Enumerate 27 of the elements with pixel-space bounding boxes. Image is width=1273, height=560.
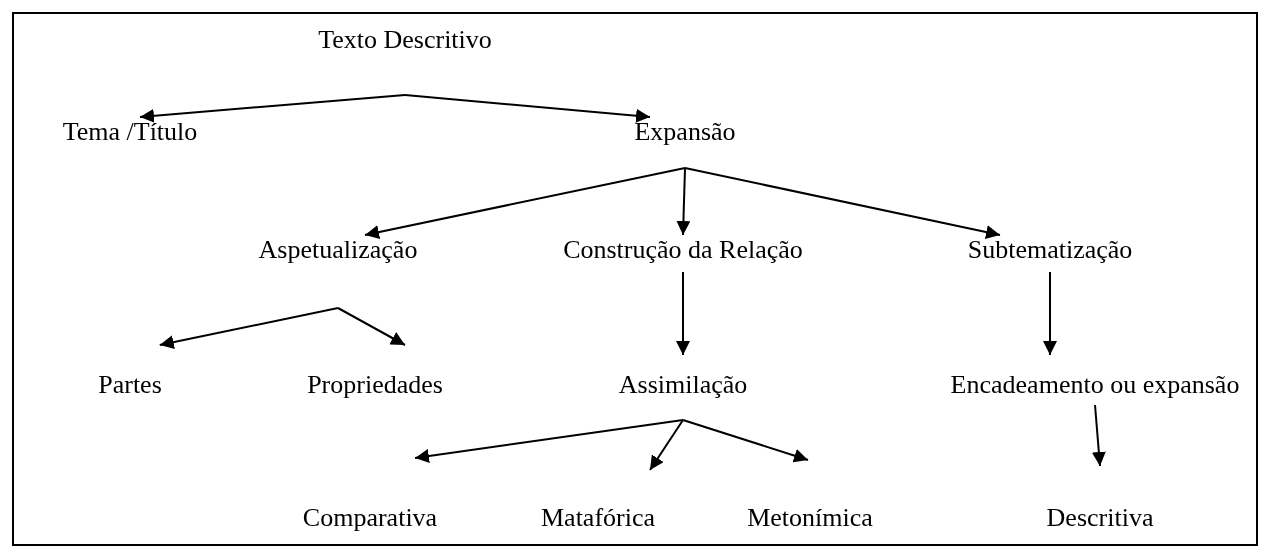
- arrow: [684, 167, 1001, 239]
- node-label: Assimilação: [618, 370, 748, 400]
- arrow: [676, 167, 691, 236]
- arrow: [1091, 404, 1106, 467]
- node-label: Comparativa: [302, 503, 438, 533]
- arrow: [1043, 271, 1057, 356]
- arrow: [158, 307, 339, 349]
- node-label: Tema /Título: [62, 117, 198, 147]
- arrow: [404, 94, 651, 123]
- node-label: Matafórica: [541, 503, 655, 533]
- arrow: [337, 307, 406, 346]
- node-label: Expansão: [634, 117, 736, 147]
- node-label: Texto Descritivo: [318, 25, 492, 55]
- arrow: [364, 167, 686, 239]
- node-label: Encadeamento ou expansão: [950, 370, 1240, 400]
- arrow: [682, 419, 809, 463]
- node-label: Construção da Relação: [563, 235, 803, 265]
- arrow: [139, 94, 406, 123]
- node-label: Propriedades: [307, 370, 443, 400]
- arrow: [414, 419, 684, 463]
- arrow: [676, 271, 690, 356]
- node-label: Subtematização: [967, 235, 1133, 265]
- node-label: Aspetualização: [258, 235, 418, 265]
- arrow: [649, 419, 684, 471]
- node-label: Metonímica: [747, 503, 873, 533]
- node-label: Partes: [98, 370, 162, 400]
- node-label: Descritiva: [1046, 503, 1154, 533]
